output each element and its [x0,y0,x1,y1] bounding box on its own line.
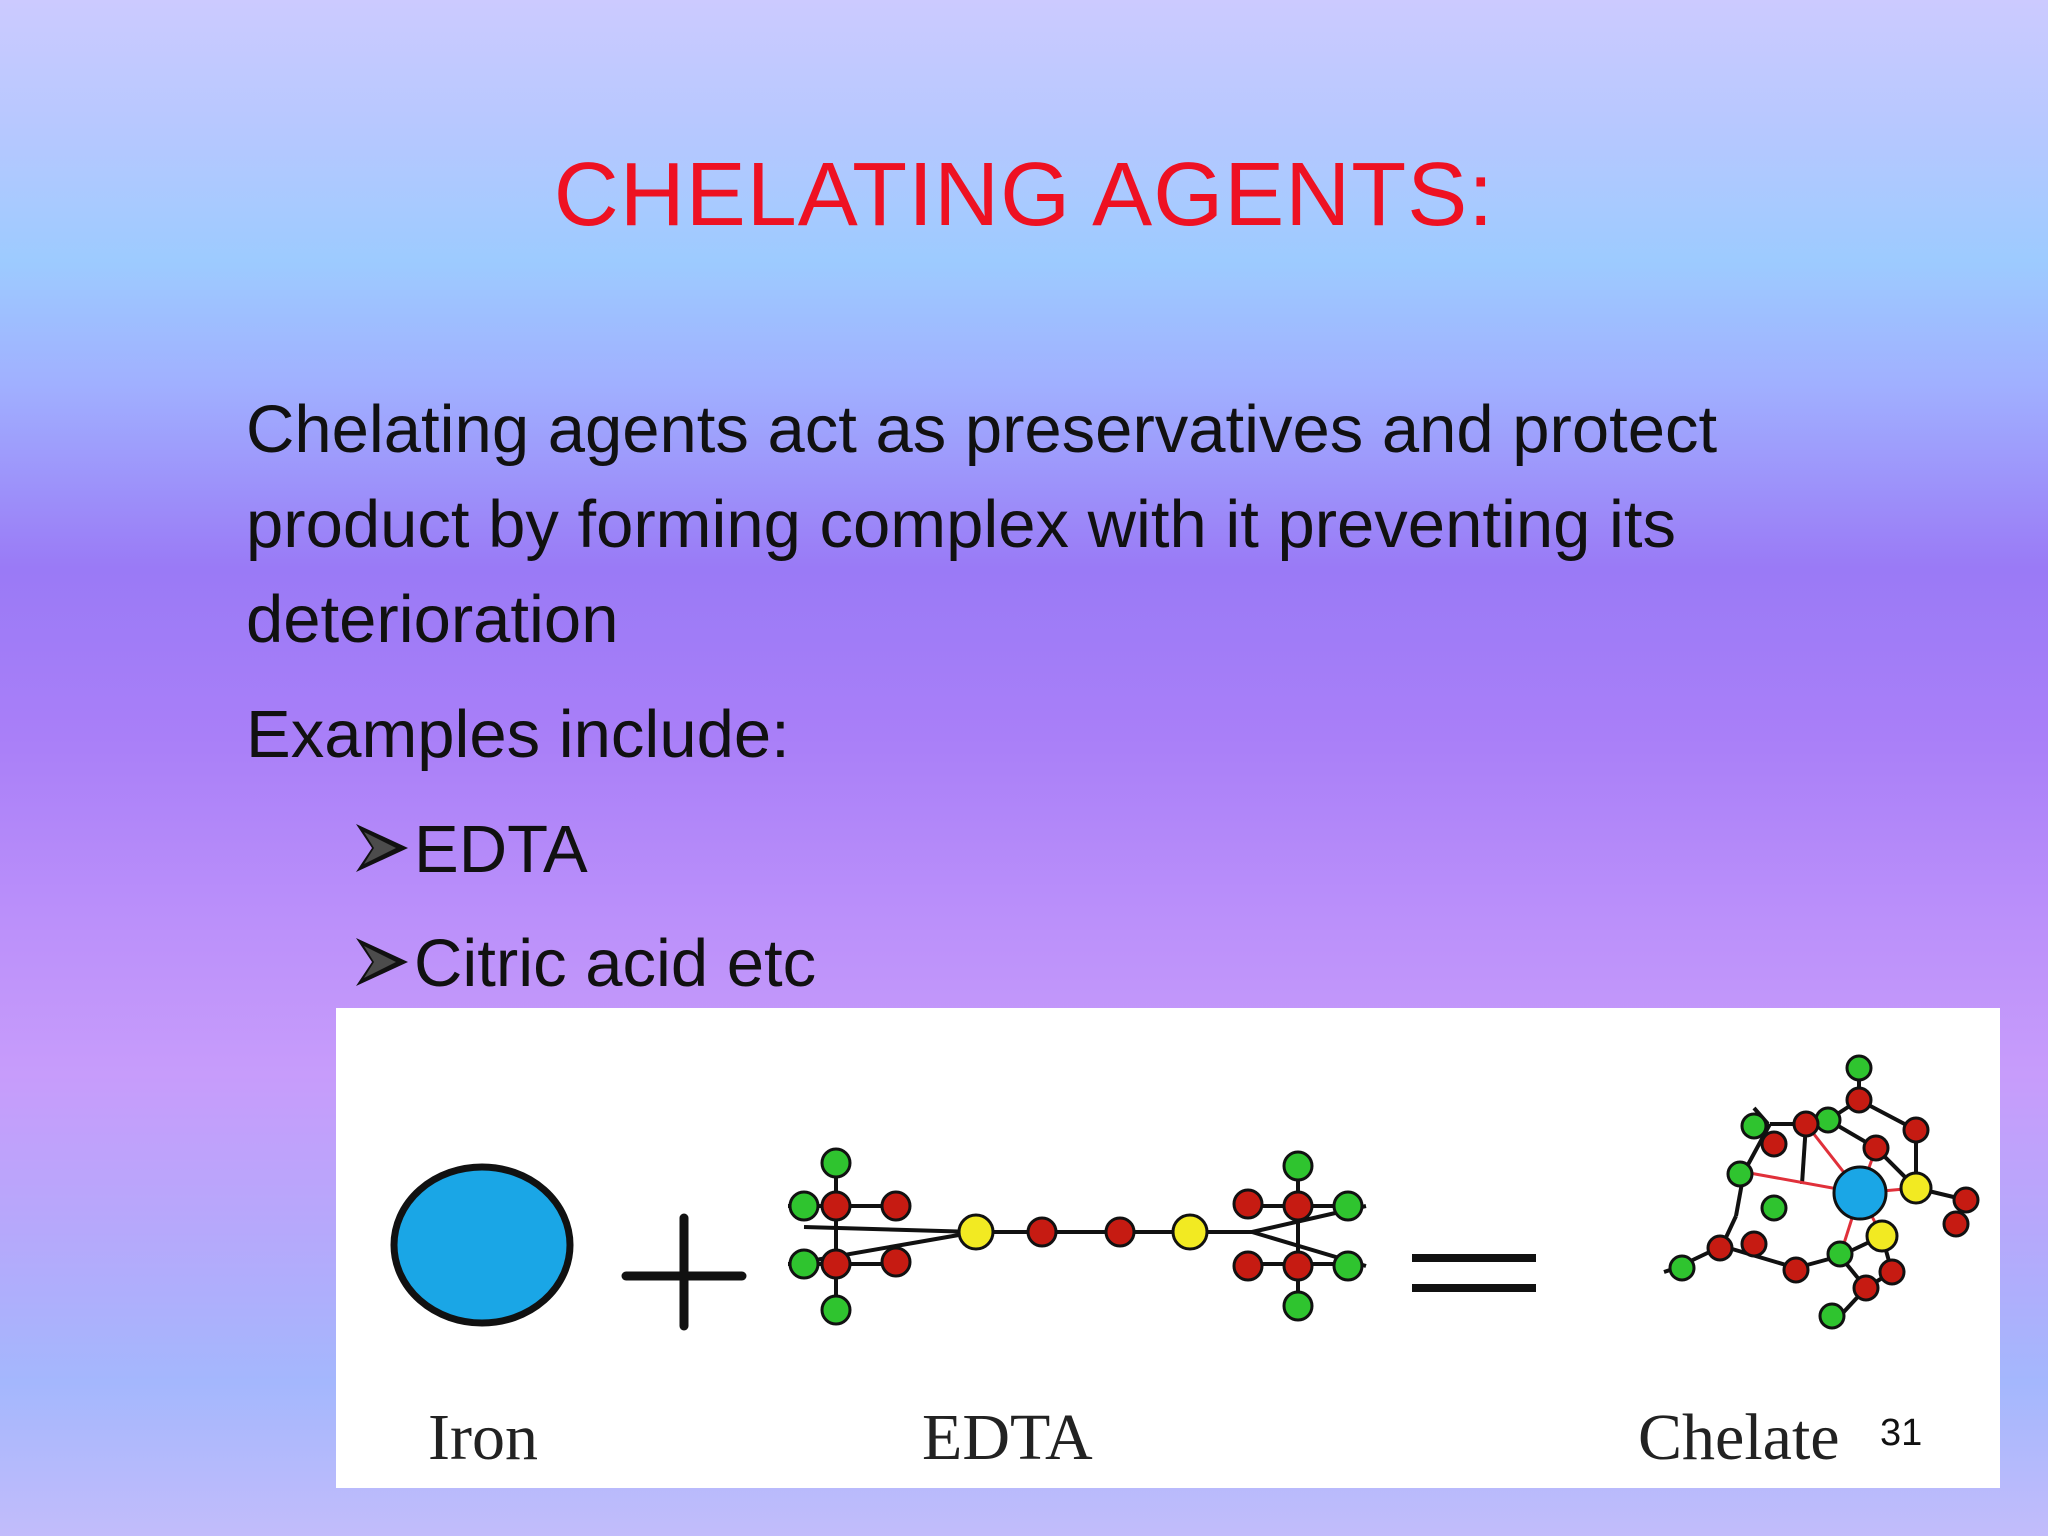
equals-sign-icon [1412,1254,1536,1292]
bullet-item-edta: EDTA [352,802,588,897]
iron-atom-icon [390,1163,574,1327]
chelate-complex-icon [1663,1054,1980,1330]
description-paragraph: Chelating agents act as preservatives an… [246,392,1718,657]
chelation-diagram [390,1054,1980,1331]
caption-chelate: Chelate [1638,1401,1840,1474]
chelation-figure [336,1008,2000,1488]
edta-molecule-icon [788,1147,1367,1326]
bullet-label: Citric acid etc [414,926,817,1001]
slide-title: CHELATING AGENTS: [553,145,1495,245]
plus-sign-icon [621,1213,747,1331]
examples-label: Examples include: [246,697,790,772]
arrow-bullet-icon [356,824,408,872]
caption-iron: Iron [428,1401,538,1474]
arrow-bullet-icon [356,938,408,986]
bullet-label: EDTA [414,812,588,887]
caption-edta: EDTA [922,1401,1093,1474]
page-number: 31 [1880,1412,1923,1454]
bullet-item-citric-acid: Citric acid etc [352,916,816,1011]
